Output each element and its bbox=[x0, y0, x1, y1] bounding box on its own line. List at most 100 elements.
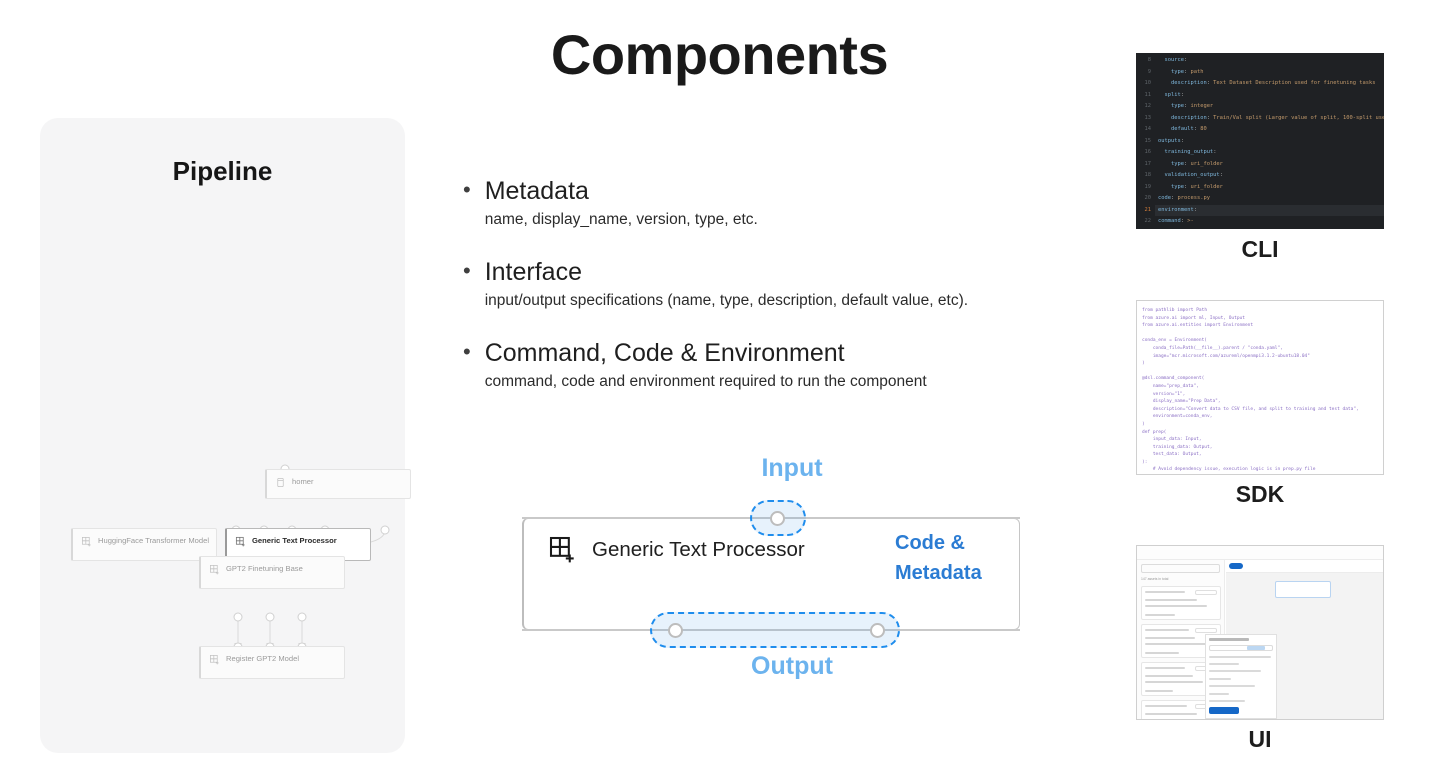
cli-code-line: command: >- bbox=[1158, 218, 1194, 224]
sdk-code-line: ) bbox=[1142, 361, 1145, 367]
cli-line-number: 17 bbox=[1144, 160, 1152, 167]
output-port-1[interactable] bbox=[668, 623, 683, 638]
ui-mock-asset-list: 147 assets in total bbox=[1137, 560, 1225, 719]
ui-mock-canvas-toolbar bbox=[1226, 560, 1383, 573]
sdk-code-line: from pathlib import Path bbox=[1142, 308, 1208, 313]
sdk-code-line: description="Convert data to CSV file, a… bbox=[1142, 406, 1359, 412]
cli-caption: CLI bbox=[1241, 236, 1279, 262]
ui-mock-default-chip bbox=[1247, 646, 1265, 650]
pipeline-node-homer[interactable]: homer bbox=[265, 469, 411, 499]
dataset-icon bbox=[277, 477, 284, 488]
bullet-item-command-code-environment: • Command, Code & Environment command, c… bbox=[463, 338, 1103, 393]
sdk-code-line bbox=[1142, 330, 1379, 338]
sdk-code-line: conda_file=Path(__file__).parent / "cond… bbox=[1142, 345, 1283, 351]
bullet-heading: Command, Code & Environment bbox=[484, 339, 845, 367]
pipeline-node-label: Generic Text Processor bbox=[252, 536, 337, 545]
sdk-caption: SDK bbox=[1235, 481, 1285, 507]
pipeline-node-label: HuggingFace Transformer Model bbox=[98, 536, 210, 545]
output-highlight bbox=[650, 612, 900, 648]
pipeline-node-register-gpt2-model[interactable]: Register GPT2 Model bbox=[199, 646, 345, 679]
pipeline-node-huggingface-transformer-model[interactable]: HuggingFace Transformer Model bbox=[71, 528, 217, 561]
sdk-code-line: from azure.ai.entities import Environmen… bbox=[1142, 323, 1254, 329]
component-icon bbox=[209, 654, 219, 665]
cli-line-number: 21 bbox=[1144, 206, 1152, 213]
cli-line-numbers: 89101112131415161718192021222324252627 bbox=[1136, 53, 1155, 229]
cli-code-line: description: Text Dataset Description us… bbox=[1170, 80, 1376, 86]
cli-line-number: 22 bbox=[1144, 218, 1152, 224]
cli-code-line: type: uri_folder bbox=[1170, 160, 1223, 167]
cli-code-body[interactable]: source: type: path description: Text Dat… bbox=[1155, 53, 1384, 229]
sdk-code-card[interactable]: from pathlib import Path from azure.ai im… bbox=[1136, 300, 1384, 475]
ui-mock-count-label: 147 assets in total bbox=[1141, 577, 1169, 581]
pipeline-node-gpt2-finetuning-base[interactable]: GPT2 Finetuning Base bbox=[199, 556, 345, 589]
cli-code-line: description: Train/Val split (Larger val… bbox=[1170, 114, 1384, 121]
cli-line-number: 10 bbox=[1144, 80, 1152, 86]
sdk-code-line: image="mcr.microsoft.com/azureml/openmpi… bbox=[1142, 353, 1310, 359]
ui-mock-version-select bbox=[1209, 645, 1273, 651]
sdk-code-line: display_name="Prep Data", bbox=[1142, 399, 1221, 405]
pipeline-node-label: homer bbox=[292, 477, 314, 486]
bullet-subtext: name, display_name, version, type, etc. bbox=[484, 211, 758, 228]
cli-code-line: type: uri_folder bbox=[1170, 183, 1223, 190]
component-icon bbox=[209, 564, 219, 575]
cli-code-line: default: 80 bbox=[1170, 126, 1207, 132]
cli-line-number: 18 bbox=[1144, 172, 1152, 178]
cli-code-line: environment: bbox=[1155, 204, 1384, 216]
pipeline-title: Pipeline bbox=[172, 156, 273, 186]
component-icon bbox=[549, 536, 574, 563]
bullet-item-interface: • Interface input/output specifications … bbox=[463, 257, 1103, 312]
bullet-item-metadata: • Metadata name, display_name, version, … bbox=[463, 176, 1103, 231]
ui-mock-version-chip bbox=[1195, 590, 1217, 595]
feature-bullet-list: • Metadata name, display_name, version, … bbox=[463, 176, 1103, 419]
input-port[interactable] bbox=[770, 511, 785, 526]
output-label: Output bbox=[751, 652, 833, 680]
output-port-2[interactable] bbox=[870, 623, 885, 638]
cli-code-card[interactable]: 89101112131415161718192021222324252627 s… bbox=[1136, 53, 1384, 229]
bullet-subtext: input/output specifications (name, type,… bbox=[484, 292, 969, 309]
sdk-code-line: ): bbox=[1142, 459, 1148, 465]
ui-mock-version-chip bbox=[1195, 628, 1217, 633]
cli-line-number: 19 bbox=[1144, 183, 1152, 190]
sdk-code-line: ) bbox=[1142, 421, 1145, 427]
ui-mock-detail-panel bbox=[1205, 634, 1277, 719]
sdk-code-line: def prep( bbox=[1142, 429, 1167, 435]
sdk-code-line bbox=[1142, 368, 1379, 376]
ui-mock-use-component-button bbox=[1209, 707, 1239, 714]
ui-mock-canvas-node bbox=[1275, 581, 1331, 598]
component-diagram: Input Generic Text Processor Code & Meta… bbox=[500, 440, 1060, 700]
cli-line-number: 12 bbox=[1144, 103, 1152, 109]
cli-code-line: training_output: bbox=[1164, 149, 1217, 155]
cli-line-number: 9 bbox=[1147, 68, 1151, 75]
input-label: Input bbox=[761, 454, 823, 482]
ui-screenshot-mock: 147 assets in total bbox=[1137, 546, 1383, 719]
ui-mock-search-input bbox=[1141, 564, 1220, 573]
ui-mock-toggle bbox=[1229, 563, 1243, 569]
ui-screenshot-card[interactable]: 147 assets in total bbox=[1136, 545, 1384, 720]
bullet-marker: • bbox=[463, 258, 471, 283]
page-title: Components bbox=[550, 23, 889, 86]
cli-code-line: source: bbox=[1164, 57, 1188, 63]
component-name: Generic Text Processor bbox=[592, 538, 805, 561]
cli-line-number: 15 bbox=[1144, 137, 1152, 144]
bullet-marker: • bbox=[463, 339, 471, 364]
ui-caption: UI bbox=[1248, 726, 1272, 752]
code-metadata-line-2: Metadata bbox=[895, 562, 982, 584]
sdk-code-line: name="prep_data", bbox=[1142, 383, 1199, 389]
cli-line-number: 8 bbox=[1147, 57, 1151, 63]
cli-code-line: python process.py bbox=[1155, 228, 1384, 230]
sdk-code-line: test_data: Output, bbox=[1142, 452, 1202, 458]
sdk-code-line: from prep import prep bbox=[1142, 474, 1379, 475]
sdk-code-line: environment=conda_env, bbox=[1142, 414, 1213, 420]
sdk-code-line: conda_env = Environment( bbox=[1142, 338, 1208, 344]
sdk-code-line: from azure.ai import ml, Input, Output bbox=[1142, 315, 1245, 321]
ui-mock-toolbar bbox=[1137, 546, 1383, 560]
code-metadata-label: Code & Metadata bbox=[895, 528, 1035, 588]
cli-code-line: type: path bbox=[1170, 68, 1204, 75]
cli-line-number: 13 bbox=[1144, 114, 1152, 121]
cli-line-number: 16 bbox=[1144, 149, 1152, 155]
cli-code-line: split: bbox=[1164, 91, 1184, 98]
bullet-heading: Interface bbox=[484, 258, 582, 286]
cli-line-number: 11 bbox=[1144, 91, 1152, 98]
cli-code-line: code: process.py bbox=[1158, 195, 1210, 201]
